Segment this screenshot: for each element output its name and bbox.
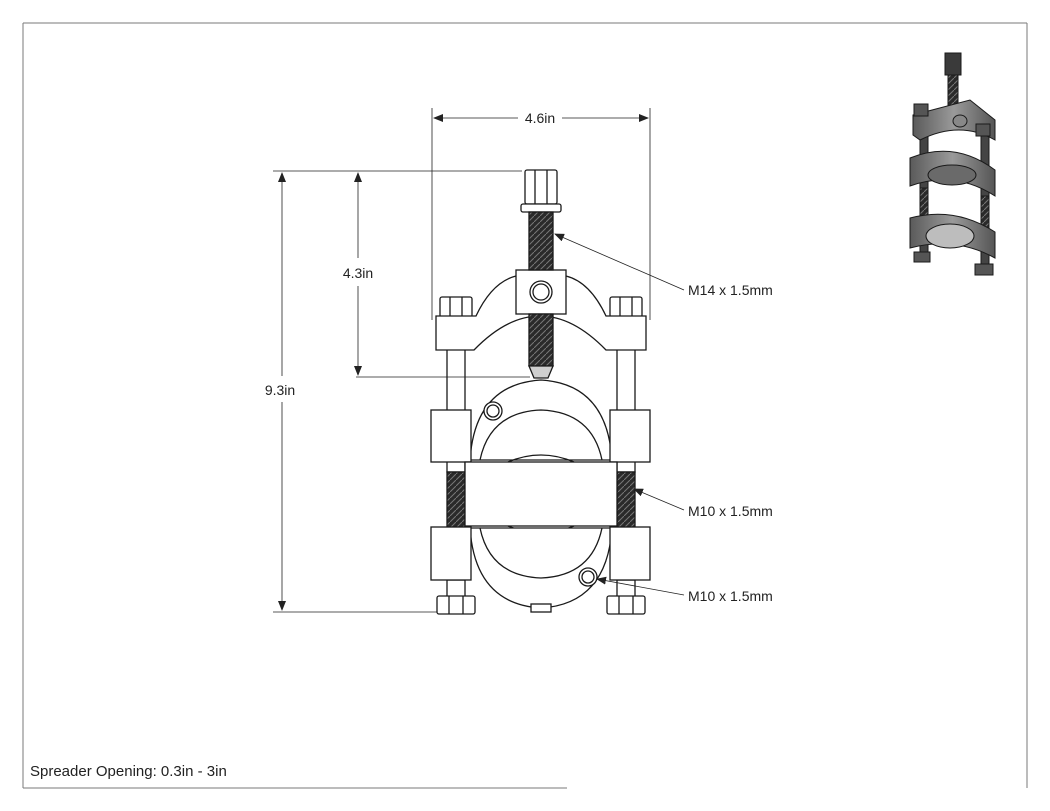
footer-note: Spreader Opening: 0.3in - 3in [30,763,227,780]
forcing-screw-thread-lower [528,313,554,367]
right-top-nut [609,296,643,318]
isometric-view [909,52,996,276]
left-bottom-nut [436,595,476,615]
forcing-screw-head [524,169,558,205]
separator-gap-band [464,461,618,527]
separator-upper-left-block [430,409,472,463]
dim-screw-travel: 4.3in [343,265,373,281]
callout-leaders [554,233,685,596]
dim-overall-height: 9.3in [265,382,295,398]
forcing-screw-collar [520,203,562,213]
dimension-lines [273,108,651,613]
bearing-separator-front-view [430,169,651,615]
forcing-screw-thread-upper [528,211,554,271]
callout-rod-thread: M10 x 1.5mm [688,503,773,519]
separator-lower-left-block [430,526,472,581]
separator-upper-ring [469,379,613,461]
callout-clamp-bolt: M10 x 1.5mm [688,588,773,604]
forcing-screw-tip [528,365,554,379]
separator-upper-right-block [609,409,651,463]
separator-lower-right-block [609,526,651,581]
right-bottom-nut [606,595,646,615]
sheet-border [22,22,1028,789]
left-top-nut [439,296,473,318]
callout-forcing-screw: M14 x 1.5mm [688,282,773,298]
dim-overall-width: 4.6in [525,110,555,126]
